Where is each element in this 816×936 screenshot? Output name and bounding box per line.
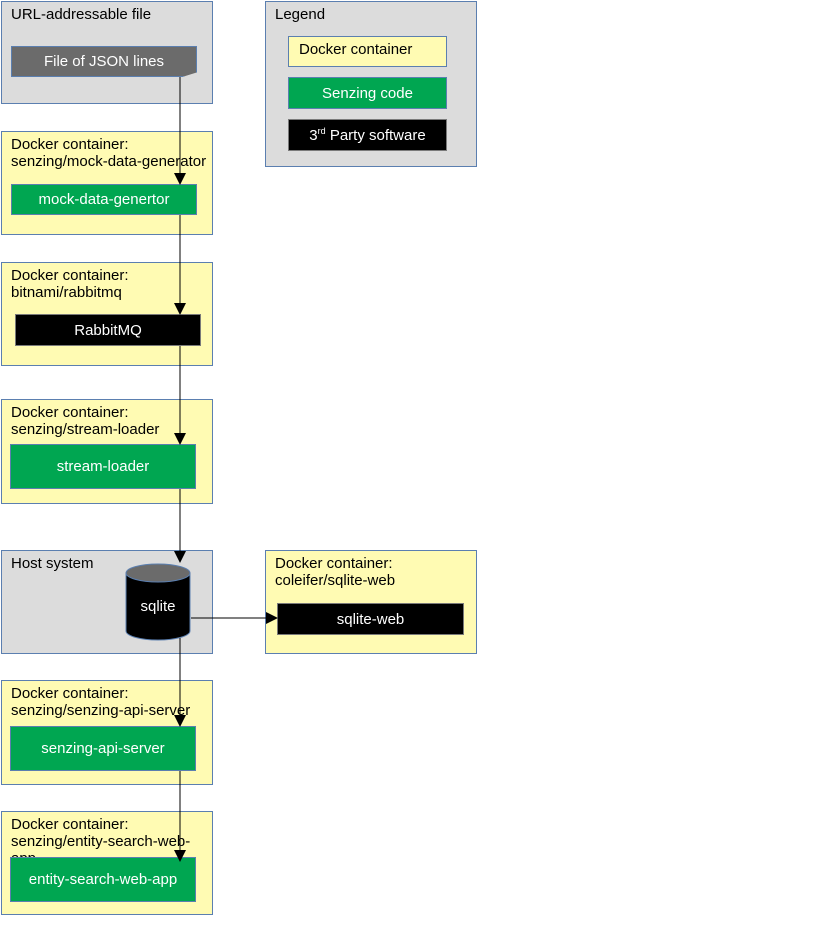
legend-third-party-number: 3 (309, 127, 318, 144)
legend-title: Legend (275, 6, 326, 23)
stream-loader-component: stream-loader (10, 444, 196, 489)
webapp-component-label: entity-search-web-app (28, 871, 178, 888)
sqlite-web-component-label: sqlite-web (336, 610, 405, 628)
api-component-label: senzing-api-server (41, 740, 165, 757)
rabbitmq-container-title: Docker container: bitnami/rabbitmq (11, 267, 129, 301)
api-container-title: Docker container: senzing/senzing-api-se… (11, 685, 191, 719)
legend-third-party-label: 3rd Party software (309, 126, 425, 144)
legend-third-party-rest: Party software (325, 127, 426, 144)
sqlite-database-icon (125, 563, 191, 641)
senzing-api-server-component: senzing-api-server (10, 726, 196, 771)
stream-loader-container-title: Docker container: senzing/stream-loader (11, 404, 160, 438)
mock-container-title: Docker container: senzing/mock-data-gene… (11, 136, 207, 170)
sqlite-label: sqlite (140, 598, 176, 615)
sqlite-web-component: sqlite-web (277, 603, 464, 635)
legend-docker-container: Docker container (288, 36, 447, 67)
rabbitmq-component: RabbitMQ (15, 314, 201, 346)
legend-third-party: 3rd Party software (288, 119, 447, 151)
legend-third-party-suffix: rd (317, 126, 326, 136)
stream-loader-component-label: stream-loader (56, 458, 150, 475)
legend-docker-container-label: Docker container (299, 41, 413, 58)
mock-data-generator-component: mock-data-genertor (11, 184, 197, 215)
rabbitmq-component-label: RabbitMQ (74, 321, 142, 339)
json-lines-file: File of JSON lines (11, 46, 197, 77)
mock-component-label: mock-data-genertor (38, 191, 170, 208)
legend-senzing-code-label: Senzing code (322, 84, 413, 102)
sqlite-web-container-title: Docker container: coleifer/sqlite-web (275, 555, 396, 589)
host-system-title: Host system (11, 555, 94, 572)
sqlite-web-container: Docker container: coleifer/sqlite-web (265, 550, 477, 654)
entity-search-web-app-component: entity-search-web-app (10, 857, 196, 902)
mock-data-generator-container: Docker container: senzing/mock-data-gene… (1, 131, 213, 235)
json-lines-file-label: File of JSON lines (43, 53, 165, 70)
file-group-title: URL-addressable file (11, 6, 152, 23)
legend-senzing-code: Senzing code (288, 77, 447, 109)
